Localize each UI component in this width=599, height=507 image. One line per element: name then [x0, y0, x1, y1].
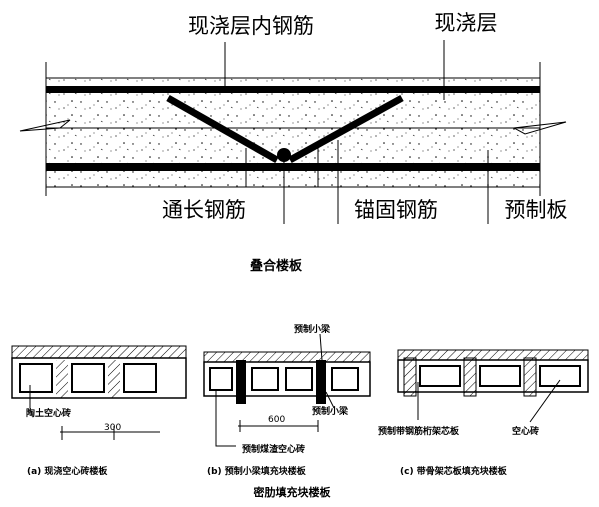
label-cast-layer: 现浇层: [435, 11, 498, 35]
caption-ribbed-slab: 密肋填充块楼板: [254, 485, 332, 499]
label-block-b: 预制煤渣空心砖: [242, 443, 305, 455]
rib-a1: [56, 360, 68, 398]
caption-composite-slab: 叠合楼板: [250, 258, 303, 274]
composite-slab-section: 现浇层内钢筋 现浇层 通长钢筋 锚固钢筋 预制板 叠合楼板: [19, 11, 568, 274]
leader-brick-c: [529, 379, 561, 423]
hollow-brick-a2: [71, 363, 105, 393]
ribbed-slab-c: 预制带钢筋桁架芯板 空心砖 (c) 带骨架芯板填充块楼板: [378, 349, 589, 477]
label-through-rebar: 通长钢筋: [162, 198, 246, 222]
cinder-blocks-b2: [209, 367, 359, 391]
ribbed-slab-b: 预制小梁 预制小梁 600 预制煤渣空心砖 (b) 预制小梁填充块楼板: [203, 323, 371, 477]
through-rebar-dot: [277, 148, 291, 162]
break-mark-right: [512, 121, 567, 135]
precast-slab-rebar: [46, 163, 540, 171]
truss-rib-c2: [463, 357, 477, 397]
label-brick-c: 空心砖: [512, 425, 539, 437]
precast-beam-b2: [316, 360, 326, 404]
cast-topping-a: [11, 345, 187, 359]
cast-layer-rebar: [46, 86, 540, 93]
hollow-bricks-c: [419, 365, 581, 387]
anchor-bar-left: [166, 94, 279, 164]
dimension-b: 600: [268, 415, 285, 425]
label-beam-top-b: 预制小梁: [294, 323, 331, 335]
anchor-bar-right: [288, 94, 404, 164]
caption-a: (a) 现浇空心砖楼板: [27, 465, 108, 477]
label-truss-c: 预制带钢筋桁架芯板: [378, 425, 460, 437]
label-precast-slab: 预制板: [505, 198, 568, 222]
label-brick-a: 陶土空心砖: [26, 407, 71, 419]
precast-beam-b1: [236, 360, 246, 404]
leader-block-b: [215, 389, 236, 447]
label-anchor-rebar: 锚固钢筋: [354, 198, 438, 222]
label-cast-rebar: 现浇层内钢筋: [188, 14, 314, 38]
dimension-a: 300: [104, 423, 121, 433]
truss-rib-c3: [523, 357, 537, 397]
hollow-brick-a1: [19, 363, 53, 393]
rib-a2: [108, 360, 120, 398]
cast-topping-b: [203, 351, 371, 363]
break-mark-left: [19, 119, 71, 132]
ribbed-slab-a: 陶土空心砖 300 (a) 现浇空心砖楼板: [11, 345, 187, 477]
truss-rib-c1: [403, 357, 417, 397]
label-beam-side-b: 预制小梁: [312, 405, 349, 417]
cinder-blocks-b: [251, 367, 313, 391]
leader-beam-side-b: [325, 391, 335, 409]
cast-topping-c: [397, 349, 589, 361]
caption-b: (b) 预制小梁填充块楼板: [207, 465, 307, 477]
caption-c: (c) 带骨架芯板填充块楼板: [400, 465, 508, 477]
leader-beam-top-b: [319, 333, 323, 361]
hollow-brick-a3: [123, 363, 157, 393]
